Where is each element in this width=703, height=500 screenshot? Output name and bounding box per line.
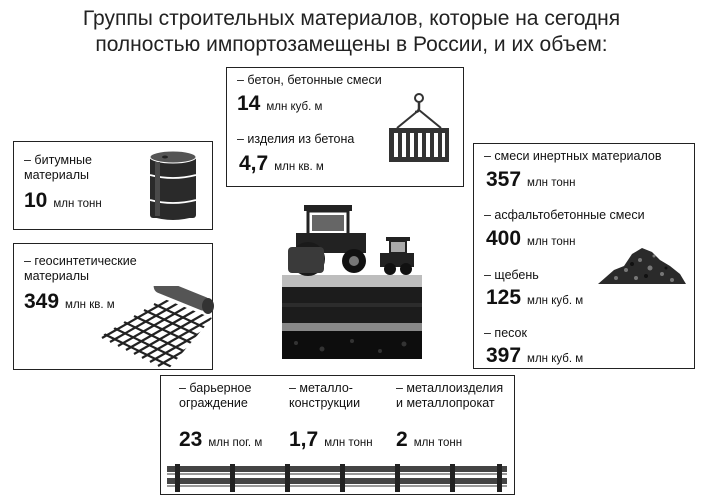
concrete-value-row: 14 млн куб. м xyxy=(237,92,322,116)
bitumen-unit: млн тонн xyxy=(53,198,102,210)
inert-unit-3: млн куб. м xyxy=(527,295,584,307)
concrete-unit: млн куб. м xyxy=(266,101,323,113)
inert-label-4: – песок xyxy=(484,326,527,340)
inert-value-row-1: 357 млн тонн xyxy=(486,168,575,192)
bitumen-label: – битумные материалы xyxy=(24,153,92,183)
metal-label-3-line-1: – металлоизделия xyxy=(396,381,504,395)
metal-value-3: 2 xyxy=(396,428,408,451)
title-line-2: полностью импортозамещены в России, и их… xyxy=(95,33,608,56)
metal-label-2-line-1: – металло- xyxy=(289,381,353,395)
bitumen-label-line-1: – битумные xyxy=(24,153,92,167)
inert-label-3: – щебень xyxy=(484,268,539,282)
metal-unit-3: млн тонн xyxy=(413,437,463,449)
metal-unit-1: млн пог. м xyxy=(208,437,263,449)
metal-label-1-line-1: – барьерное xyxy=(179,381,252,395)
page-title: Группы строительных материалов, которые … xyxy=(0,6,703,58)
geosynthetic-label-line-2: материалы xyxy=(24,269,89,283)
inert-value-2: 400 xyxy=(486,227,522,250)
concrete-value: 14 xyxy=(237,92,261,115)
metal-value-row-2: 1,7 млн тонн xyxy=(289,428,373,452)
metal-value-2: 1,7 xyxy=(289,428,319,451)
road-roller-icon xyxy=(282,203,422,359)
geosynthetic-value: 349 xyxy=(24,290,60,313)
metal-label-2-line-2: конструкции xyxy=(289,396,361,410)
barrel-icon xyxy=(144,150,202,224)
geosynthetic-value-row: 349 млн кв. м xyxy=(24,290,115,314)
metal-value-1: 23 xyxy=(179,428,203,451)
geosynthetic-label-line-1: – геосинтетические xyxy=(24,254,137,268)
inert-unit-1: млн тонн xyxy=(527,177,576,189)
metal-label-3-line-2: и металлопрокат xyxy=(396,396,495,410)
metal-label-1: – барьерное ограждение xyxy=(179,381,251,411)
inert-value-row-3: 125 млн куб. м xyxy=(486,286,583,310)
metal-value-row-3: 2 млн тонн xyxy=(396,428,462,452)
concrete-box: – бетон, бетонные смеси 14 млн куб. м – и… xyxy=(226,67,464,187)
inert-value-4: 397 xyxy=(486,344,522,367)
metal-label-2: – металло- конструкции xyxy=(289,381,360,411)
metal-label-3: – металлоизделия и металлопрокат xyxy=(396,381,503,411)
concrete-products-unit: млн кв. м xyxy=(274,161,324,173)
concrete-products-label: – изделия из бетона xyxy=(237,132,355,146)
inert-unit-2: млн тонн xyxy=(527,236,576,248)
geogrid-roll-icon xyxy=(94,286,216,376)
inert-value-3: 125 xyxy=(486,286,522,309)
inert-value-row-2: 400 млн тонн xyxy=(486,227,575,251)
bitumen-label-line-2: материалы xyxy=(24,168,89,182)
inert-value-row-4: 397 млн куб. м xyxy=(486,344,583,368)
crane-container-icon xyxy=(383,92,455,164)
title-line-1: Группы строительных материалов, которые … xyxy=(82,7,621,30)
bitumen-value: 10 xyxy=(24,189,48,212)
guardrail-icon xyxy=(167,464,507,492)
concrete-products-value-row: 4,7 млн кв. м xyxy=(239,152,324,176)
inert-value-1: 357 xyxy=(486,168,522,191)
geosynthetic-label: – геосинтетические материалы xyxy=(24,254,137,284)
metal-box: – барьерное ограждение – металло- констр… xyxy=(160,375,515,495)
geosynthetic-unit: млн кв. м xyxy=(65,299,115,311)
metal-value-row-1: 23 млн пог. м xyxy=(179,428,262,452)
inert-label-2: – асфальтобетонные смеси xyxy=(484,208,645,222)
bitumen-box: – битумные материалы 10 млн тонн xyxy=(13,141,213,230)
concrete-products-value: 4,7 xyxy=(239,152,269,175)
gravel-pile-icon xyxy=(596,240,688,286)
metal-unit-2: млн тонн xyxy=(324,437,373,449)
concrete-label: – бетон, бетонные смеси xyxy=(237,73,382,87)
inert-unit-4: млн куб. м xyxy=(527,353,584,365)
metal-label-1-line-2: ограждение xyxy=(179,396,248,410)
geosynthetic-box: – геосинтетические материалы 349 млн кв. … xyxy=(13,243,213,370)
bitumen-value-row: 10 млн тонн xyxy=(24,189,102,213)
inert-label-1: – смеси инертных материалов xyxy=(484,149,662,163)
